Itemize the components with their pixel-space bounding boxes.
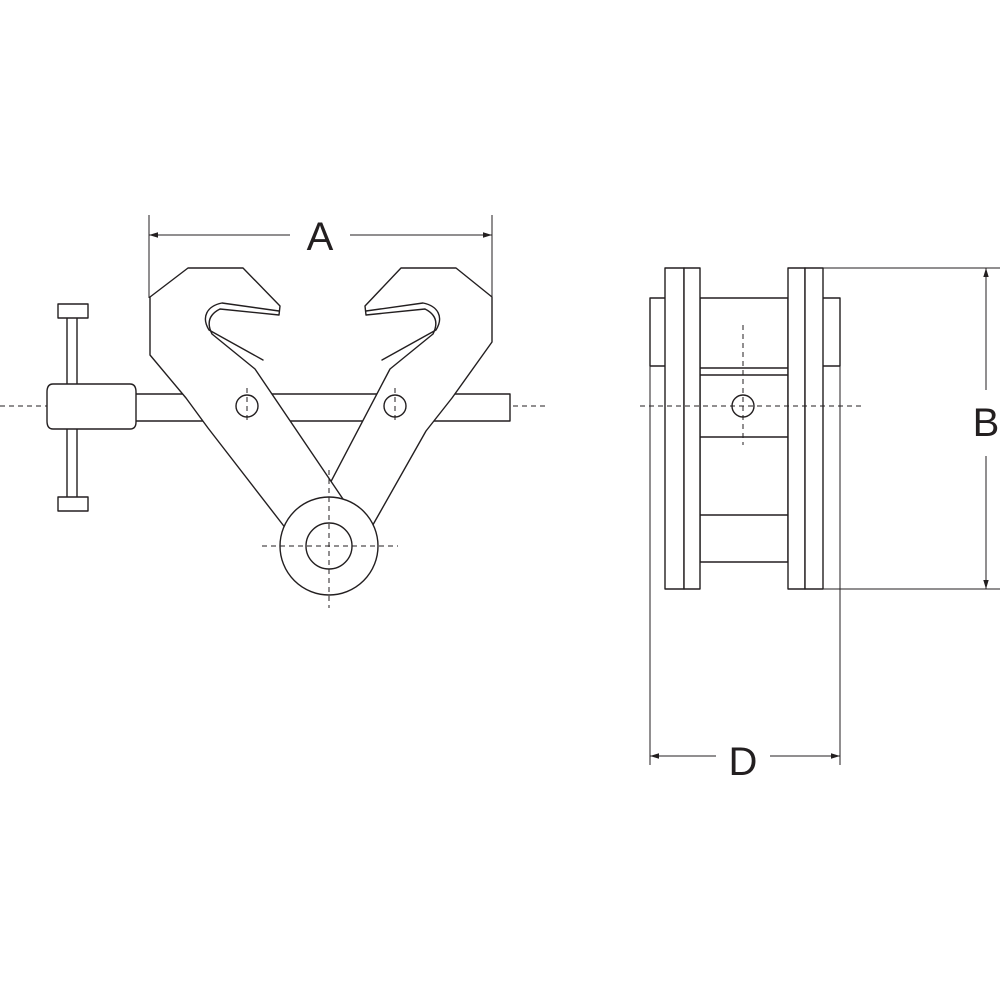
side-body xyxy=(699,297,789,563)
dimension-label-d: D xyxy=(729,740,758,784)
left-jaw-hook-slot xyxy=(204,302,280,361)
t-handle-top-knob xyxy=(57,303,89,319)
front-view: A xyxy=(0,215,545,608)
right-jaw-hook-slot xyxy=(365,302,441,361)
right-nut-block xyxy=(821,297,841,367)
t-handle-bottom-knob xyxy=(57,496,89,512)
right-outer-plate xyxy=(804,267,824,590)
left-inner-plate xyxy=(683,267,701,590)
dimension-label-a: A xyxy=(307,215,334,259)
left-outer-plate xyxy=(664,267,685,590)
side-view: B D xyxy=(640,267,1000,784)
right-inner-plate xyxy=(787,267,806,590)
dimension-label-b: B xyxy=(973,401,1000,445)
handle-hub xyxy=(46,383,137,430)
